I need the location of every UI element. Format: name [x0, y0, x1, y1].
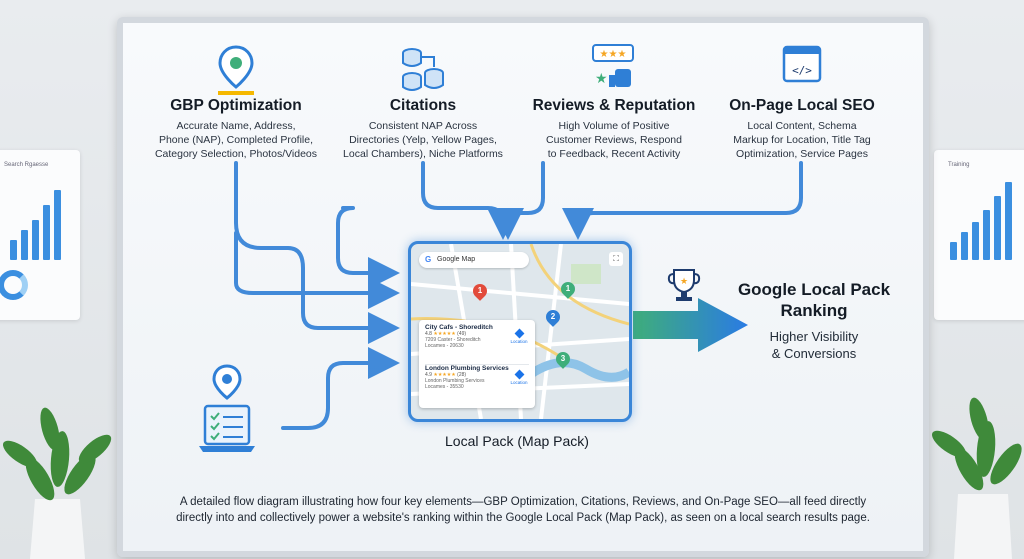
poster-title: Training — [948, 162, 970, 168]
listing-panel: City Cafs - Shoreditch 4.8 ★★★★★ (49) 72… — [419, 320, 535, 408]
flow-arrows: ★★★ ★ </> ★ — [199, 44, 822, 452]
map-pin-icon — [218, 45, 254, 95]
poster-bar — [21, 230, 28, 260]
result-subtitle: Higher Visibility& Conversions — [769, 329, 859, 361]
flow-path-gbp-2 — [234, 231, 400, 309]
flow-path-citations — [421, 161, 519, 240]
map-pin-3[interactable]: 3 — [553, 349, 573, 369]
poster-bar — [994, 196, 1001, 260]
listing-address: 7209 Caster - Shoreditch — [425, 337, 481, 343]
column-title: GBP Optimization — [170, 97, 302, 114]
poster-bar — [961, 232, 968, 260]
svg-text:★: ★ — [595, 71, 608, 87]
column-title: Reviews & Reputation — [532, 97, 696, 114]
poster-bar — [43, 205, 50, 260]
trophy-icon: ★ — [667, 269, 701, 301]
poster-bar — [1005, 182, 1012, 260]
star-review-icon: ★★★ ★ — [592, 44, 634, 87]
poster-bar — [983, 210, 990, 260]
listing-address: London Plumbing Services — [425, 378, 485, 384]
wall-poster-right: Training — [934, 150, 1024, 320]
map-pin-2[interactable]: 2 — [543, 307, 563, 327]
map-pin-green[interactable]: 1 — [558, 279, 578, 299]
map-search-input[interactable]: G Google Map — [419, 252, 529, 268]
flow-path-checklist — [281, 347, 400, 430]
poster-bar — [950, 242, 957, 260]
big-arrow — [633, 298, 748, 352]
column-title: On-Page Local SEO — [729, 97, 875, 114]
column-desc: Accurate Name, Address,Phone (NAP), Comp… — [154, 120, 318, 160]
poster-bar — [32, 220, 39, 260]
svg-text:★: ★ — [680, 277, 688, 287]
flow-path-reviews — [492, 161, 545, 240]
google-g-icon: G — [425, 255, 432, 264]
poster-bar — [972, 222, 979, 260]
flow-path-onpage — [562, 161, 803, 240]
caption: A detailed flow diagram illustrating how… — [176, 496, 870, 524]
map-search-text: Google Map — [437, 256, 476, 263]
location-button[interactable]: Location — [509, 369, 529, 385]
wall-poster-left: Search Rgaesse — [0, 150, 80, 320]
column-reviews-reputation: Reviews & Reputation High Volume of Posi… — [519, 23, 709, 161]
location-icon — [514, 369, 524, 380]
local-pack-map[interactable]: G Google Map ⛶ 1 2 1 3 City Cafs - Shore… — [408, 241, 632, 422]
database-icon — [402, 48, 444, 91]
location-icon — [514, 328, 524, 339]
expand-icon[interactable]: ⛶ — [609, 252, 623, 266]
listing-name: London Plumbing Services — [425, 365, 509, 372]
list-item[interactable]: City Cafs - Shoreditch 4.8 ★★★★★ (49) 72… — [425, 324, 529, 365]
local-pack-label: Local Pack (Map Pack) — [445, 433, 589, 449]
flow-path-side — [336, 206, 400, 289]
flow-path-gbp — [234, 161, 400, 344]
checklist-laptop-icon — [199, 364, 255, 452]
column-gbp-optimization: GBP Optimization Accurate Name, Address,… — [141, 23, 331, 161]
column-title: Citations — [389, 97, 457, 114]
poster-title: Search Rgaesse — [4, 162, 49, 168]
listing-address-2: Locames - 35530 — [425, 384, 464, 390]
list-item[interactable]: London Plumbing Services 4.9 ★★★★★ (28) … — [425, 365, 529, 405]
plant-right — [931, 397, 1022, 559]
location-button[interactable]: Location — [509, 328, 529, 344]
plant-left — [2, 407, 112, 559]
poster-bar — [10, 240, 17, 260]
svg-text:★★★: ★★★ — [600, 49, 627, 60]
listing-rating: 4.8 ★★★★★ (49) — [425, 331, 467, 337]
poster-bar — [54, 190, 61, 260]
result-title: Google Local Pack Ranking — [737, 280, 891, 320]
listing-address-2: Locames - 20630 — [425, 343, 464, 349]
donut-chart — [0, 270, 28, 300]
map-pin-1[interactable]: 1 — [470, 281, 490, 301]
code-window-icon: </> — [782, 45, 822, 83]
listing-name: City Cafs - Shoreditch — [425, 324, 493, 331]
listing-rating: 4.9 ★★★★★ (28) — [425, 372, 467, 378]
whiteboard: ★★★ ★ </> ★ GBP Op — [117, 17, 929, 557]
svg-text:</>: </> — [792, 64, 812, 77]
